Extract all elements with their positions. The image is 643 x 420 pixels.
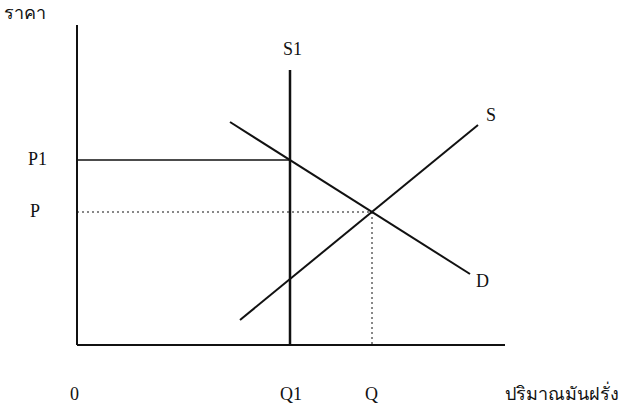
quantity-label: Q	[365, 385, 378, 405]
demand-curve	[230, 122, 470, 274]
quantity-label: Q1	[280, 385, 302, 405]
supply-curve	[240, 125, 478, 320]
curve-label: D	[476, 272, 489, 292]
price-axis	[76, 25, 78, 345]
equilibrium-price-line	[77, 212, 372, 213]
equilibrium-quantity-line	[372, 212, 373, 345]
axis-title: ราคา	[4, 4, 46, 24]
curve-label: S	[486, 106, 496, 126]
curve-label: S1	[283, 40, 302, 60]
axis-title: ปริมาณมันฝรั่ง	[505, 385, 619, 405]
price-label: P1	[28, 150, 47, 170]
quota-supply-curve	[289, 70, 292, 345]
origin-label: 0	[70, 385, 79, 405]
quota-price-line	[77, 159, 290, 161]
price-label: P	[30, 202, 40, 222]
